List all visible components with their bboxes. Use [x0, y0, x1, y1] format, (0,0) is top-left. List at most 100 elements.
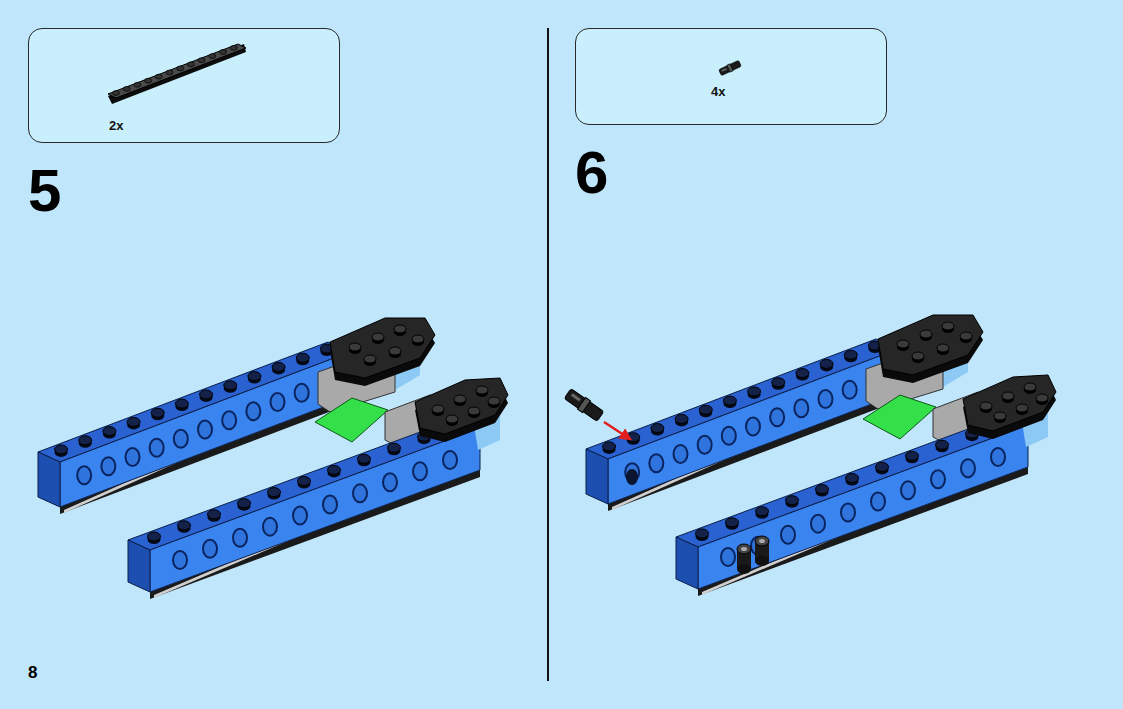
stud-top — [79, 436, 92, 445]
plate-stud — [145, 78, 152, 83]
beam-hole — [295, 384, 309, 402]
stud-top — [127, 417, 140, 426]
step-model — [38, 318, 508, 599]
stud-top — [208, 510, 221, 519]
stud-top — [1016, 404, 1028, 412]
beam-hole — [649, 454, 663, 472]
stud-top — [994, 412, 1006, 420]
plate-stud — [134, 82, 141, 87]
beam-front — [608, 349, 898, 504]
stud-top — [820, 359, 833, 368]
stud-top — [224, 381, 237, 390]
parts-callout: 4x — [575, 28, 887, 125]
page-number: 8 — [28, 664, 37, 681]
stud-top — [412, 335, 424, 343]
stud-top — [772, 378, 785, 387]
stud-top — [796, 369, 809, 378]
stud-top — [726, 518, 739, 527]
beam-hole — [871, 492, 885, 510]
stud-top — [1002, 392, 1014, 400]
beam-hole — [203, 540, 217, 558]
beam-hole — [901, 481, 915, 499]
stud-top — [394, 325, 406, 333]
beam-hole — [931, 470, 945, 488]
beam-end — [676, 537, 698, 589]
beam-hole — [246, 402, 260, 420]
beam-hole — [77, 466, 91, 484]
round-plate — [878, 315, 983, 375]
beam-hole — [198, 421, 212, 439]
stud-top — [816, 485, 829, 494]
beam-hole — [293, 507, 307, 525]
beam-hole — [174, 430, 188, 448]
beam-hole — [794, 399, 808, 417]
stud-top — [446, 415, 458, 423]
beam-hole — [674, 445, 688, 463]
beam-hole — [698, 436, 712, 454]
beam-hole — [323, 495, 337, 513]
beam-hole — [770, 408, 784, 426]
plate-stud — [166, 70, 173, 75]
stud-top — [980, 402, 992, 410]
stud-top — [349, 343, 361, 351]
plate-stud — [209, 54, 216, 59]
beam-hole — [222, 411, 236, 429]
stud-top — [296, 353, 309, 362]
stud-top — [696, 529, 709, 538]
beam-front — [698, 425, 1028, 589]
stud-top — [876, 462, 889, 471]
beam-hole — [271, 393, 285, 411]
stud-top — [906, 451, 919, 460]
plate-stud — [123, 87, 130, 92]
stud-top — [248, 372, 261, 381]
stud-top — [358, 454, 371, 463]
stud-top — [920, 330, 932, 338]
beam-hole — [721, 548, 735, 566]
stud-top — [388, 443, 401, 452]
beam-hole — [150, 439, 164, 457]
stud-top — [651, 424, 664, 433]
stud-top — [272, 362, 285, 371]
beam-hole — [353, 484, 367, 502]
step-divider — [547, 28, 549, 681]
stud-top — [699, 405, 712, 414]
stud-top — [1036, 394, 1048, 402]
plate-stud — [198, 58, 205, 63]
stud-top — [454, 395, 466, 403]
beam-end — [38, 452, 60, 507]
beam-hole — [101, 457, 115, 475]
stud-top — [55, 445, 68, 454]
parts-panel-fill — [576, 29, 887, 125]
stud-top — [846, 474, 859, 483]
stud-top — [268, 488, 281, 497]
round-plate — [330, 318, 435, 378]
beam-front — [60, 352, 350, 507]
plate-stud — [177, 66, 184, 71]
pin — [718, 60, 741, 76]
stud-top — [488, 397, 500, 405]
beam-hole — [746, 418, 760, 436]
stud-top — [844, 350, 857, 359]
round-plate — [415, 378, 508, 434]
stud-top — [723, 396, 736, 405]
plate-stud — [230, 46, 237, 51]
stud-top — [756, 507, 769, 516]
stud-top — [151, 408, 164, 417]
stud-top — [432, 405, 444, 413]
stud-top — [103, 427, 116, 436]
stud-top — [468, 407, 480, 415]
stud-top — [476, 386, 488, 394]
beam-hole — [413, 462, 427, 480]
stud-top — [328, 465, 341, 474]
step-model — [564, 315, 1056, 596]
plate-part — [108, 44, 246, 98]
stud-top — [675, 414, 688, 423]
stud-top — [175, 399, 188, 408]
stud-top — [897, 340, 909, 348]
beam-hole — [233, 529, 247, 547]
beam-hole — [819, 390, 833, 408]
step-number: 6 — [575, 143, 608, 203]
stud-top — [1024, 383, 1036, 391]
